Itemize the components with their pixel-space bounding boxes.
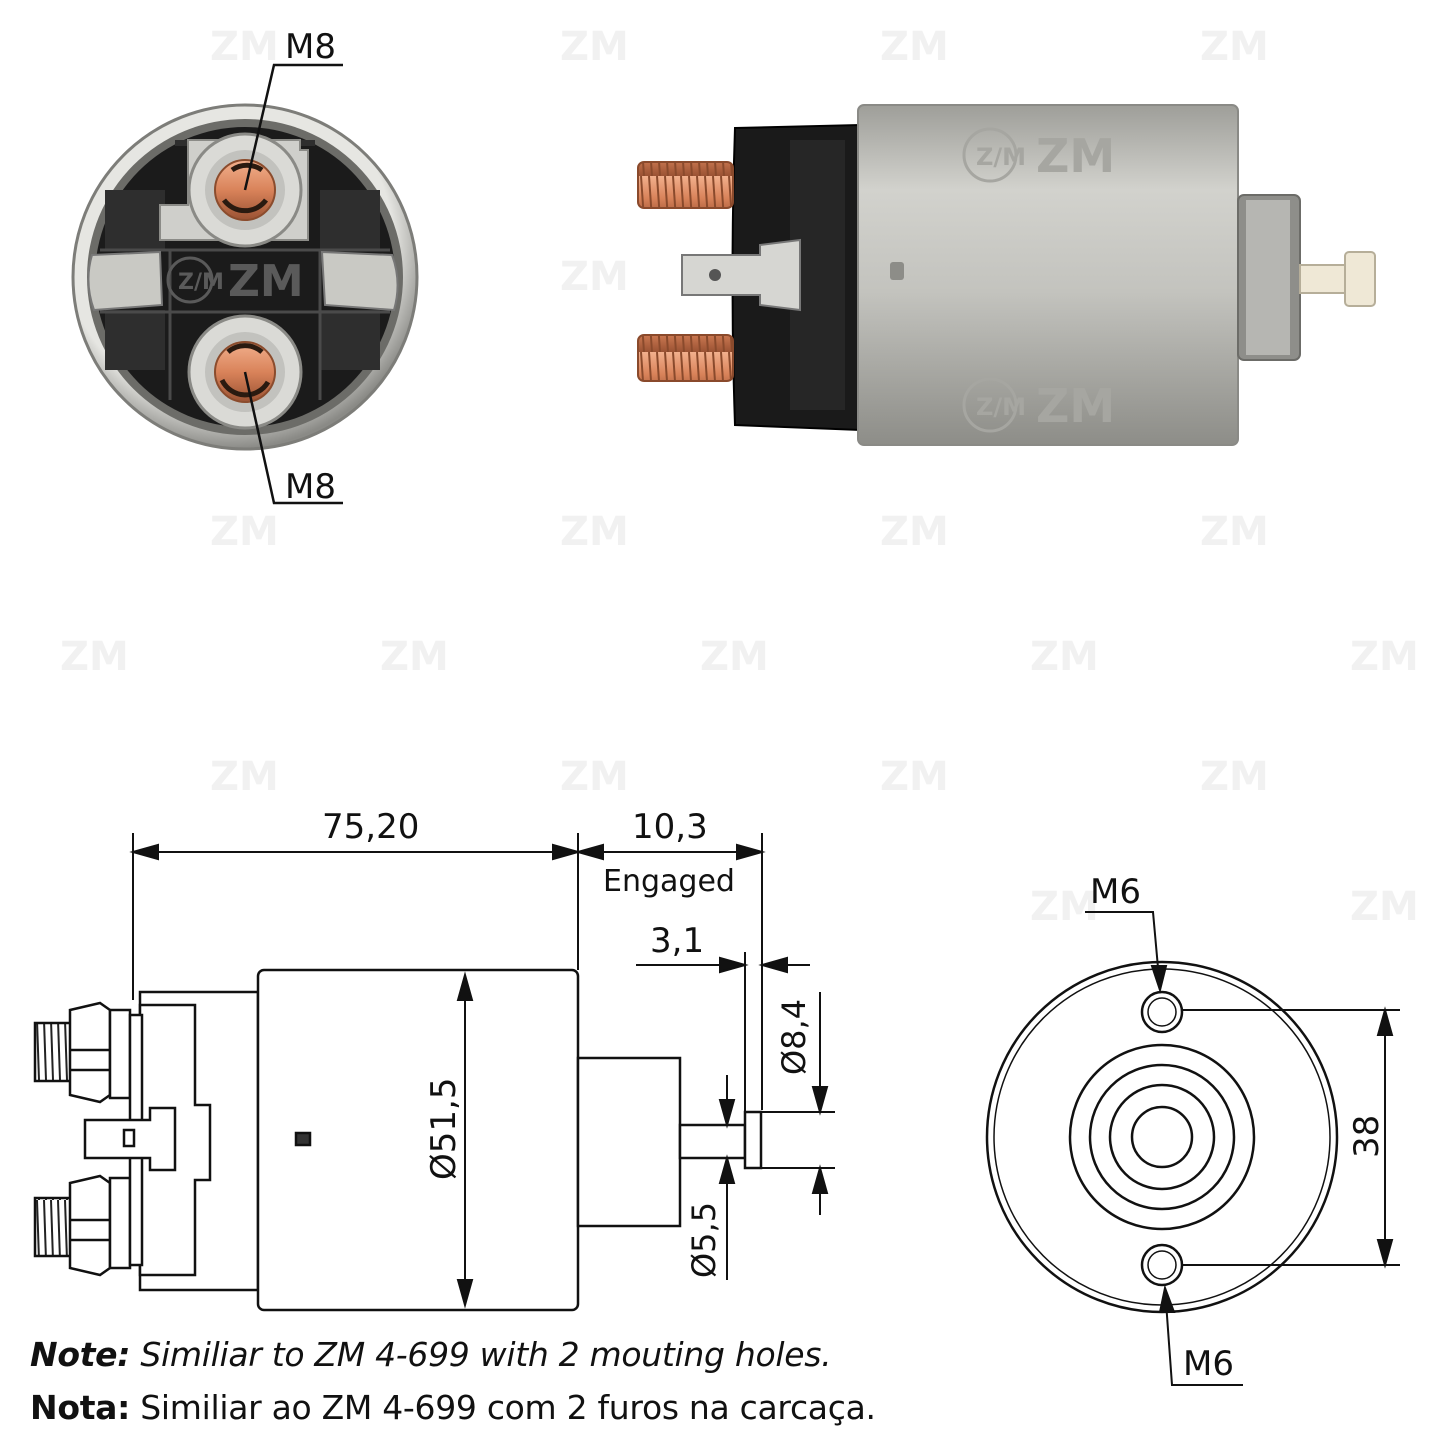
watermark-text: ZM (60, 634, 129, 680)
watermark-text: ZM (1200, 24, 1269, 70)
top-mounting-hole (1140, 990, 1184, 1034)
side-dimensions (129, 833, 835, 1309)
watermark-text: ZM (560, 24, 629, 70)
drawing-top-stud (33, 1021, 73, 1083)
watermark-text: ZM (560, 254, 629, 300)
watermark-text: ZM (880, 24, 949, 70)
travel-note-label: Engaged (603, 864, 735, 899)
top-stud-label: M8 (285, 27, 336, 67)
drawing-bottom-nut (68, 1174, 112, 1277)
spade-terminal (681, 238, 801, 312)
shaft-diameter-label: Ø5,5 (685, 1202, 723, 1278)
watermark-text: ZM (380, 634, 449, 680)
body-logo: Z/M (976, 393, 1026, 421)
drawing-collar (576, 1056, 682, 1228)
bottom-hole-label: M6 (1183, 1344, 1234, 1384)
note-english-text: Similiar to ZM 4-699 with 2 mouting hole… (130, 1335, 832, 1374)
watermark-text: ZM (1030, 884, 1099, 930)
watermark-text: ZM (560, 754, 629, 800)
shaft-offset-label: 3,1 (650, 921, 704, 961)
bottom-stud-label: M8 (285, 467, 336, 507)
watermark-text: ZM (210, 509, 279, 555)
end-view-drawing (985, 960, 1339, 1314)
side-view-photo: Z/M ZM Z/M ZM (637, 104, 1376, 446)
plunger-tip (1344, 251, 1376, 307)
watermark-text: ZM (1200, 509, 1269, 555)
side-dimension-labels: 75,20 10,3 Engaged 3,1 Ø51,5 Ø8,4 Ø5,5 (322, 807, 813, 1278)
watermark-text: ZM (700, 634, 769, 680)
housing-logo: Z/M (178, 270, 224, 295)
watermark-text: ZM (560, 509, 629, 555)
body-brand: ZM (1036, 379, 1115, 433)
travel-label: 10,3 (632, 807, 708, 847)
body-logo: Z/M (976, 143, 1026, 171)
drawing-top-nut (68, 1001, 112, 1104)
end-dimensions (1085, 911, 1400, 1386)
note-english: Note: Similiar to ZM 4-699 with 2 moutin… (30, 1335, 832, 1374)
length-label: 75,20 (322, 807, 419, 847)
drawing-shaft (678, 1123, 747, 1160)
top-hole-label: M6 (1090, 872, 1141, 912)
body-brand: ZM (1036, 129, 1115, 183)
hole-spacing-label: 38 (1347, 1115, 1387, 1158)
watermark-text: ZM (1030, 634, 1099, 680)
body-diameter-label: Ø51,5 (424, 1078, 464, 1180)
tip-diameter-label: Ø8,4 (775, 999, 813, 1075)
note-portuguese: Nota: Similiar ao ZM 4-699 com 2 furos n… (30, 1388, 876, 1427)
note-portuguese-text: Similiar ao ZM 4-699 com 2 furos na carc… (130, 1388, 876, 1427)
watermark-text: ZM (210, 754, 279, 800)
drawing-tip (743, 1110, 763, 1170)
drawing-bottom-stud (33, 1196, 73, 1258)
side-view-drawing (33, 968, 763, 1312)
watermark-text: ZM (1350, 884, 1419, 930)
housing-brand: ZM (228, 256, 304, 307)
watermark-text: ZM (210, 24, 279, 70)
note-english-label: Note: (30, 1335, 131, 1374)
side-bottom-stud (637, 334, 734, 382)
photo-callouts: M8 M8 (243, 27, 343, 507)
end-view-photo: Z/M ZM (71, 103, 419, 451)
side-top-stud (637, 161, 734, 209)
watermark-text: ZM (880, 754, 949, 800)
watermark-text: ZM (1200, 754, 1269, 800)
watermark-text: ZM (880, 509, 949, 555)
watermark-layer: ZM ZM ZM ZM ZM ZM ZM ZM ZM ZM ZM ZM ZM Z… (60, 24, 1419, 930)
watermark-text: ZM (1350, 634, 1419, 680)
end-dimension-labels: M6 M6 38 (1090, 872, 1387, 1384)
note-portuguese-label: Nota: (30, 1388, 131, 1427)
plunger-shaft (1299, 264, 1346, 294)
